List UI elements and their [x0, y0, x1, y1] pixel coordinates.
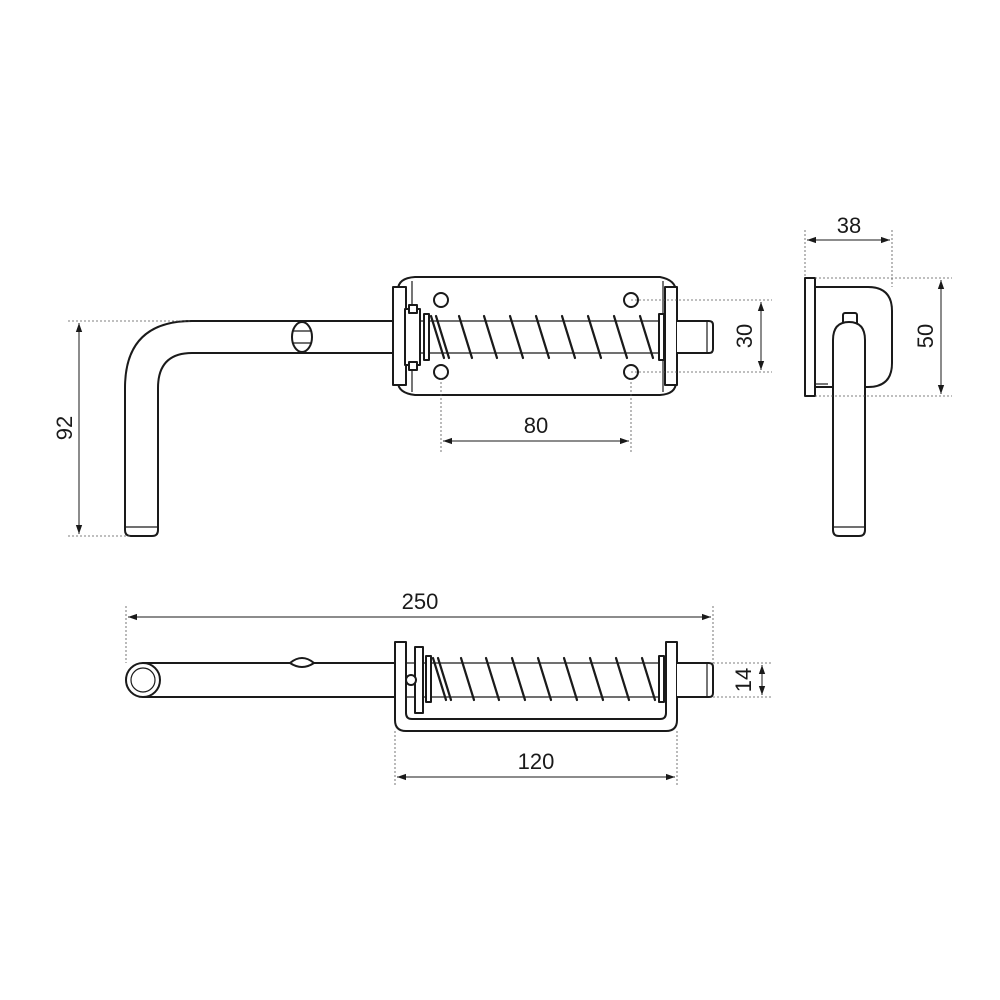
- side-plate: [804, 277, 816, 397]
- dimension-lines: [68, 230, 952, 787]
- u-bracket: [394, 641, 678, 732]
- mounting-hole: [433, 364, 449, 380]
- front-view: [124, 276, 714, 537]
- top-rod: [142, 662, 401, 698]
- top-pin-tip: [677, 662, 714, 698]
- dim-label-38: 38: [837, 213, 861, 238]
- dim-label-50: 50: [913, 324, 938, 348]
- pin-bent-rod: [124, 320, 393, 537]
- dim-label-120: 120: [518, 749, 555, 774]
- side-view: [804, 277, 893, 537]
- spring-coils-top: [431, 656, 657, 702]
- dim-label-80: 80: [524, 413, 548, 438]
- rod-slot: [291, 321, 313, 353]
- dimension-labels: 92 80 30 38 50 250 120 14: [52, 213, 938, 774]
- dim-label-30: 30: [732, 324, 757, 348]
- dim-label-14: 14: [731, 668, 756, 692]
- nut-block: [404, 308, 421, 366]
- right-flange: [664, 286, 678, 386]
- dim-label-92: 92: [52, 416, 77, 440]
- top-view: [125, 641, 714, 732]
- pin-tip: [677, 320, 714, 354]
- rod-notch: [289, 657, 315, 668]
- mounting-hole: [433, 292, 449, 308]
- dim-label-250: 250: [402, 589, 439, 614]
- spring-coils-front: [429, 314, 655, 360]
- side-handle: [832, 321, 866, 537]
- top-hole: [405, 674, 417, 686]
